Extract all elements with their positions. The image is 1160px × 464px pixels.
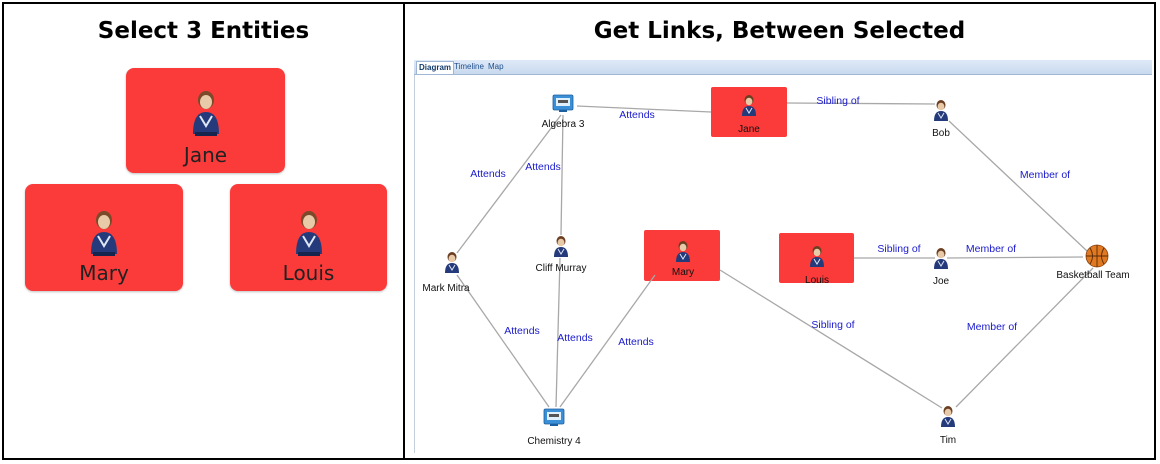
classroom-icon	[552, 94, 574, 112]
diagram-node-jane[interactable]: Jane	[738, 95, 760, 135]
person-icon	[742, 95, 756, 116]
person-icon	[941, 406, 955, 427]
entity-card-label: Mary	[79, 261, 129, 285]
entity-card-label: Louis	[282, 261, 335, 285]
diagram-node-cliff[interactable]: Cliff Murray	[536, 236, 587, 274]
person-icon	[934, 100, 948, 121]
person-icon	[192, 91, 219, 136]
link-label: Attends	[525, 161, 561, 173]
link-line-mary-chem[interactable]	[559, 274, 656, 408]
link-label: Attends	[618, 336, 654, 348]
diagram-node-team[interactable]: Basketball Team	[1056, 244, 1130, 281]
node-label: Algebra 3	[542, 119, 585, 130]
node-label: Bob	[932, 128, 950, 139]
right-panel-title: Get Links, Between Selected	[593, 18, 966, 44]
node-label: Jane	[738, 124, 760, 135]
link-line-mark-algebra[interactable]	[456, 114, 562, 254]
tab-timeline[interactable]: Timeline	[454, 62, 484, 71]
link-line-cliff-algebra[interactable]	[560, 114, 564, 236]
diagram-node-algebra[interactable]: Algebra 3	[542, 94, 585, 130]
link-line-mary-tim[interactable]	[719, 269, 943, 409]
person-icon	[676, 241, 690, 262]
person-icon	[295, 211, 322, 256]
view-tab-bar: Diagram Timeline Map	[414, 60, 1152, 75]
entity-card-jane[interactable]: Jane	[126, 68, 285, 173]
link-label: Member of	[1020, 169, 1070, 181]
diagram-node-chem[interactable]: Chemistry 4	[527, 408, 581, 447]
node-label: Louis	[805, 275, 829, 286]
link-label: Sibling of	[816, 95, 859, 107]
node-label: Chemistry 4	[527, 436, 581, 447]
node-label: Joe	[933, 276, 950, 287]
tab-diagram[interactable]: Diagram	[416, 61, 455, 74]
link-label: Sibling of	[877, 243, 920, 255]
node-label: Cliff Murray	[536, 263, 587, 274]
person-icon	[554, 236, 568, 257]
diagram-node-louis[interactable]: Louis	[805, 246, 829, 286]
link-label: Member of	[967, 321, 1017, 333]
classroom-icon	[543, 408, 565, 426]
link-label: Attends	[557, 332, 593, 344]
person-icon	[445, 252, 459, 273]
diagram-node-bob[interactable]: Bob	[932, 100, 950, 139]
tab-map[interactable]: Map	[488, 62, 504, 71]
link-line-mark-chem[interactable]	[456, 274, 550, 408]
person-icon	[934, 248, 948, 269]
diagram-node-mark[interactable]: Mark Mitra	[422, 252, 470, 294]
link-line-joe-team[interactable]	[946, 256, 1084, 259]
entity-card-louis[interactable]: Louis	[230, 184, 387, 291]
entity-card-mary[interactable]: Mary	[25, 184, 183, 291]
link-line-cliff-chem[interactable]	[555, 257, 561, 408]
node-label: Mark Mitra	[422, 283, 470, 294]
link-line-jane-bob[interactable]	[786, 102, 936, 105]
diagram-node-mary[interactable]: Mary	[672, 241, 694, 278]
link-label: Sibling of	[811, 319, 854, 331]
link-line-algebra-jane[interactable]	[576, 105, 712, 113]
link-label: Attends	[504, 325, 540, 337]
node-label: Mary	[672, 267, 694, 278]
panel-divider	[403, 2, 405, 460]
person-icon	[810, 246, 824, 267]
basketball-icon	[1085, 244, 1109, 268]
diagram-node-tim[interactable]: Tim	[940, 406, 956, 446]
node-label: Basketball Team	[1056, 270, 1129, 281]
link-line-bob-team[interactable]	[948, 120, 1088, 252]
person-icon	[91, 211, 117, 256]
node-label: Tim	[940, 435, 956, 446]
diagram-node-joe[interactable]: Joe	[933, 248, 950, 287]
link-line-tim-team[interactable]	[955, 267, 1094, 408]
link-label: Attends	[470, 168, 506, 180]
link-label: Member of	[966, 243, 1016, 255]
link-label: Attends	[619, 109, 655, 121]
left-panel-title: Select 3 Entities	[97, 18, 310, 44]
entity-card-label: Jane	[183, 143, 228, 167]
